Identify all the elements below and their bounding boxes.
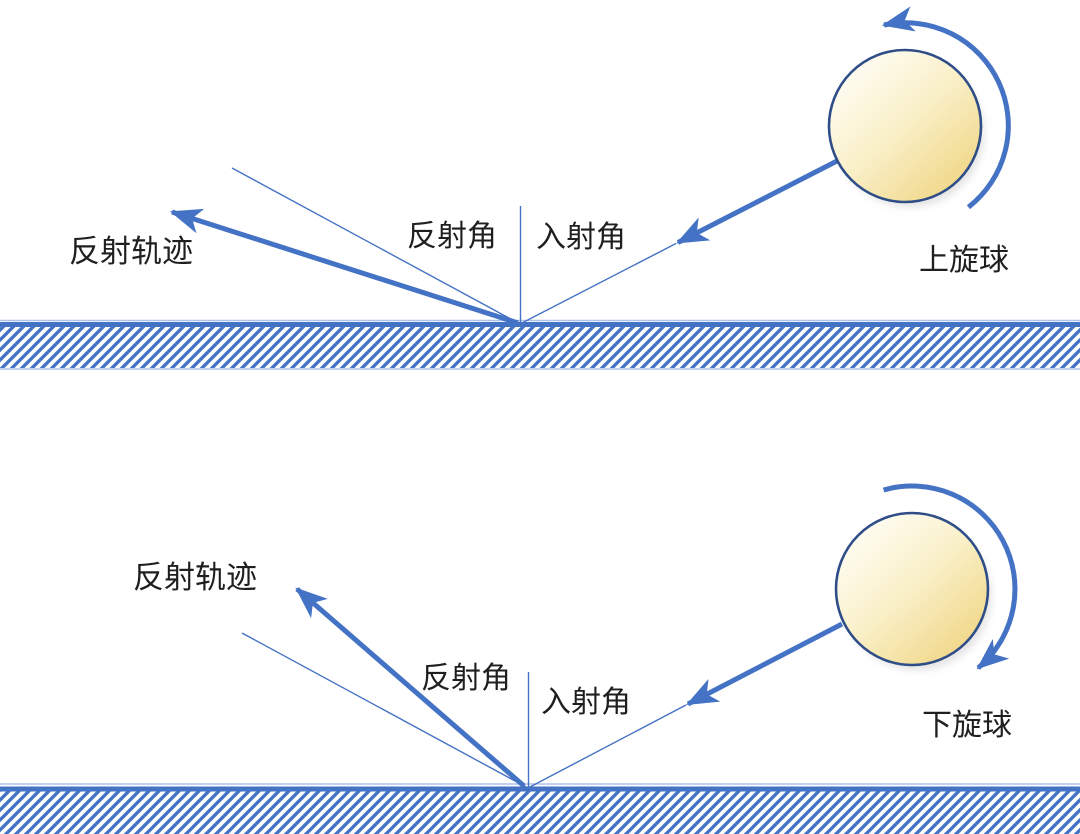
backspin-spin-arrow-cw-icon xyxy=(882,483,1018,670)
topspin-ball xyxy=(827,48,983,204)
topspin-incident-ray-thin-line xyxy=(519,242,677,325)
backspin-ground-hatch xyxy=(0,791,1080,834)
backspin-reflection-arrow xyxy=(295,587,526,788)
backspin-mirror-reflection-line xyxy=(241,632,529,789)
backspin-reflection-trajectory-label: 反射轨迹 xyxy=(133,560,257,595)
topspin-ground xyxy=(0,319,1080,370)
backspin-incident-arrow xyxy=(686,621,844,707)
topspin-mirror-reflection-line xyxy=(231,167,521,325)
topspin-incidence-angle-label: 入射角 xyxy=(536,221,626,254)
topspin-ground-hatch xyxy=(0,327,1080,368)
topspin-incident-arrow xyxy=(676,158,839,245)
backspin-incidence-angle-label: 入射角 xyxy=(541,686,631,719)
backspin-incident-ray-thin-line xyxy=(527,704,687,789)
topspin-spin-arrow-ccw-icon xyxy=(881,6,1011,210)
topspin-reflection-angle-label: 反射角 xyxy=(407,220,497,253)
topspin-diagram: 反射角 入射角 反射轨迹 上旋球 xyxy=(0,6,1080,370)
backspin-ground xyxy=(0,783,1080,834)
backspin-diagram: 反射轨迹 反射角 入射角 下旋球 xyxy=(0,483,1080,834)
topspin-reflection-trajectory-label: 反射轨迹 xyxy=(69,234,193,269)
backspin-ball-label: 下旋球 xyxy=(922,709,1012,742)
topspin-ball-label: 上旋球 xyxy=(919,244,1009,277)
backspin-reflection-angle-label: 反射角 xyxy=(421,662,511,695)
topspin-reflection-arrow xyxy=(169,208,519,326)
backspin-ball xyxy=(834,511,990,667)
